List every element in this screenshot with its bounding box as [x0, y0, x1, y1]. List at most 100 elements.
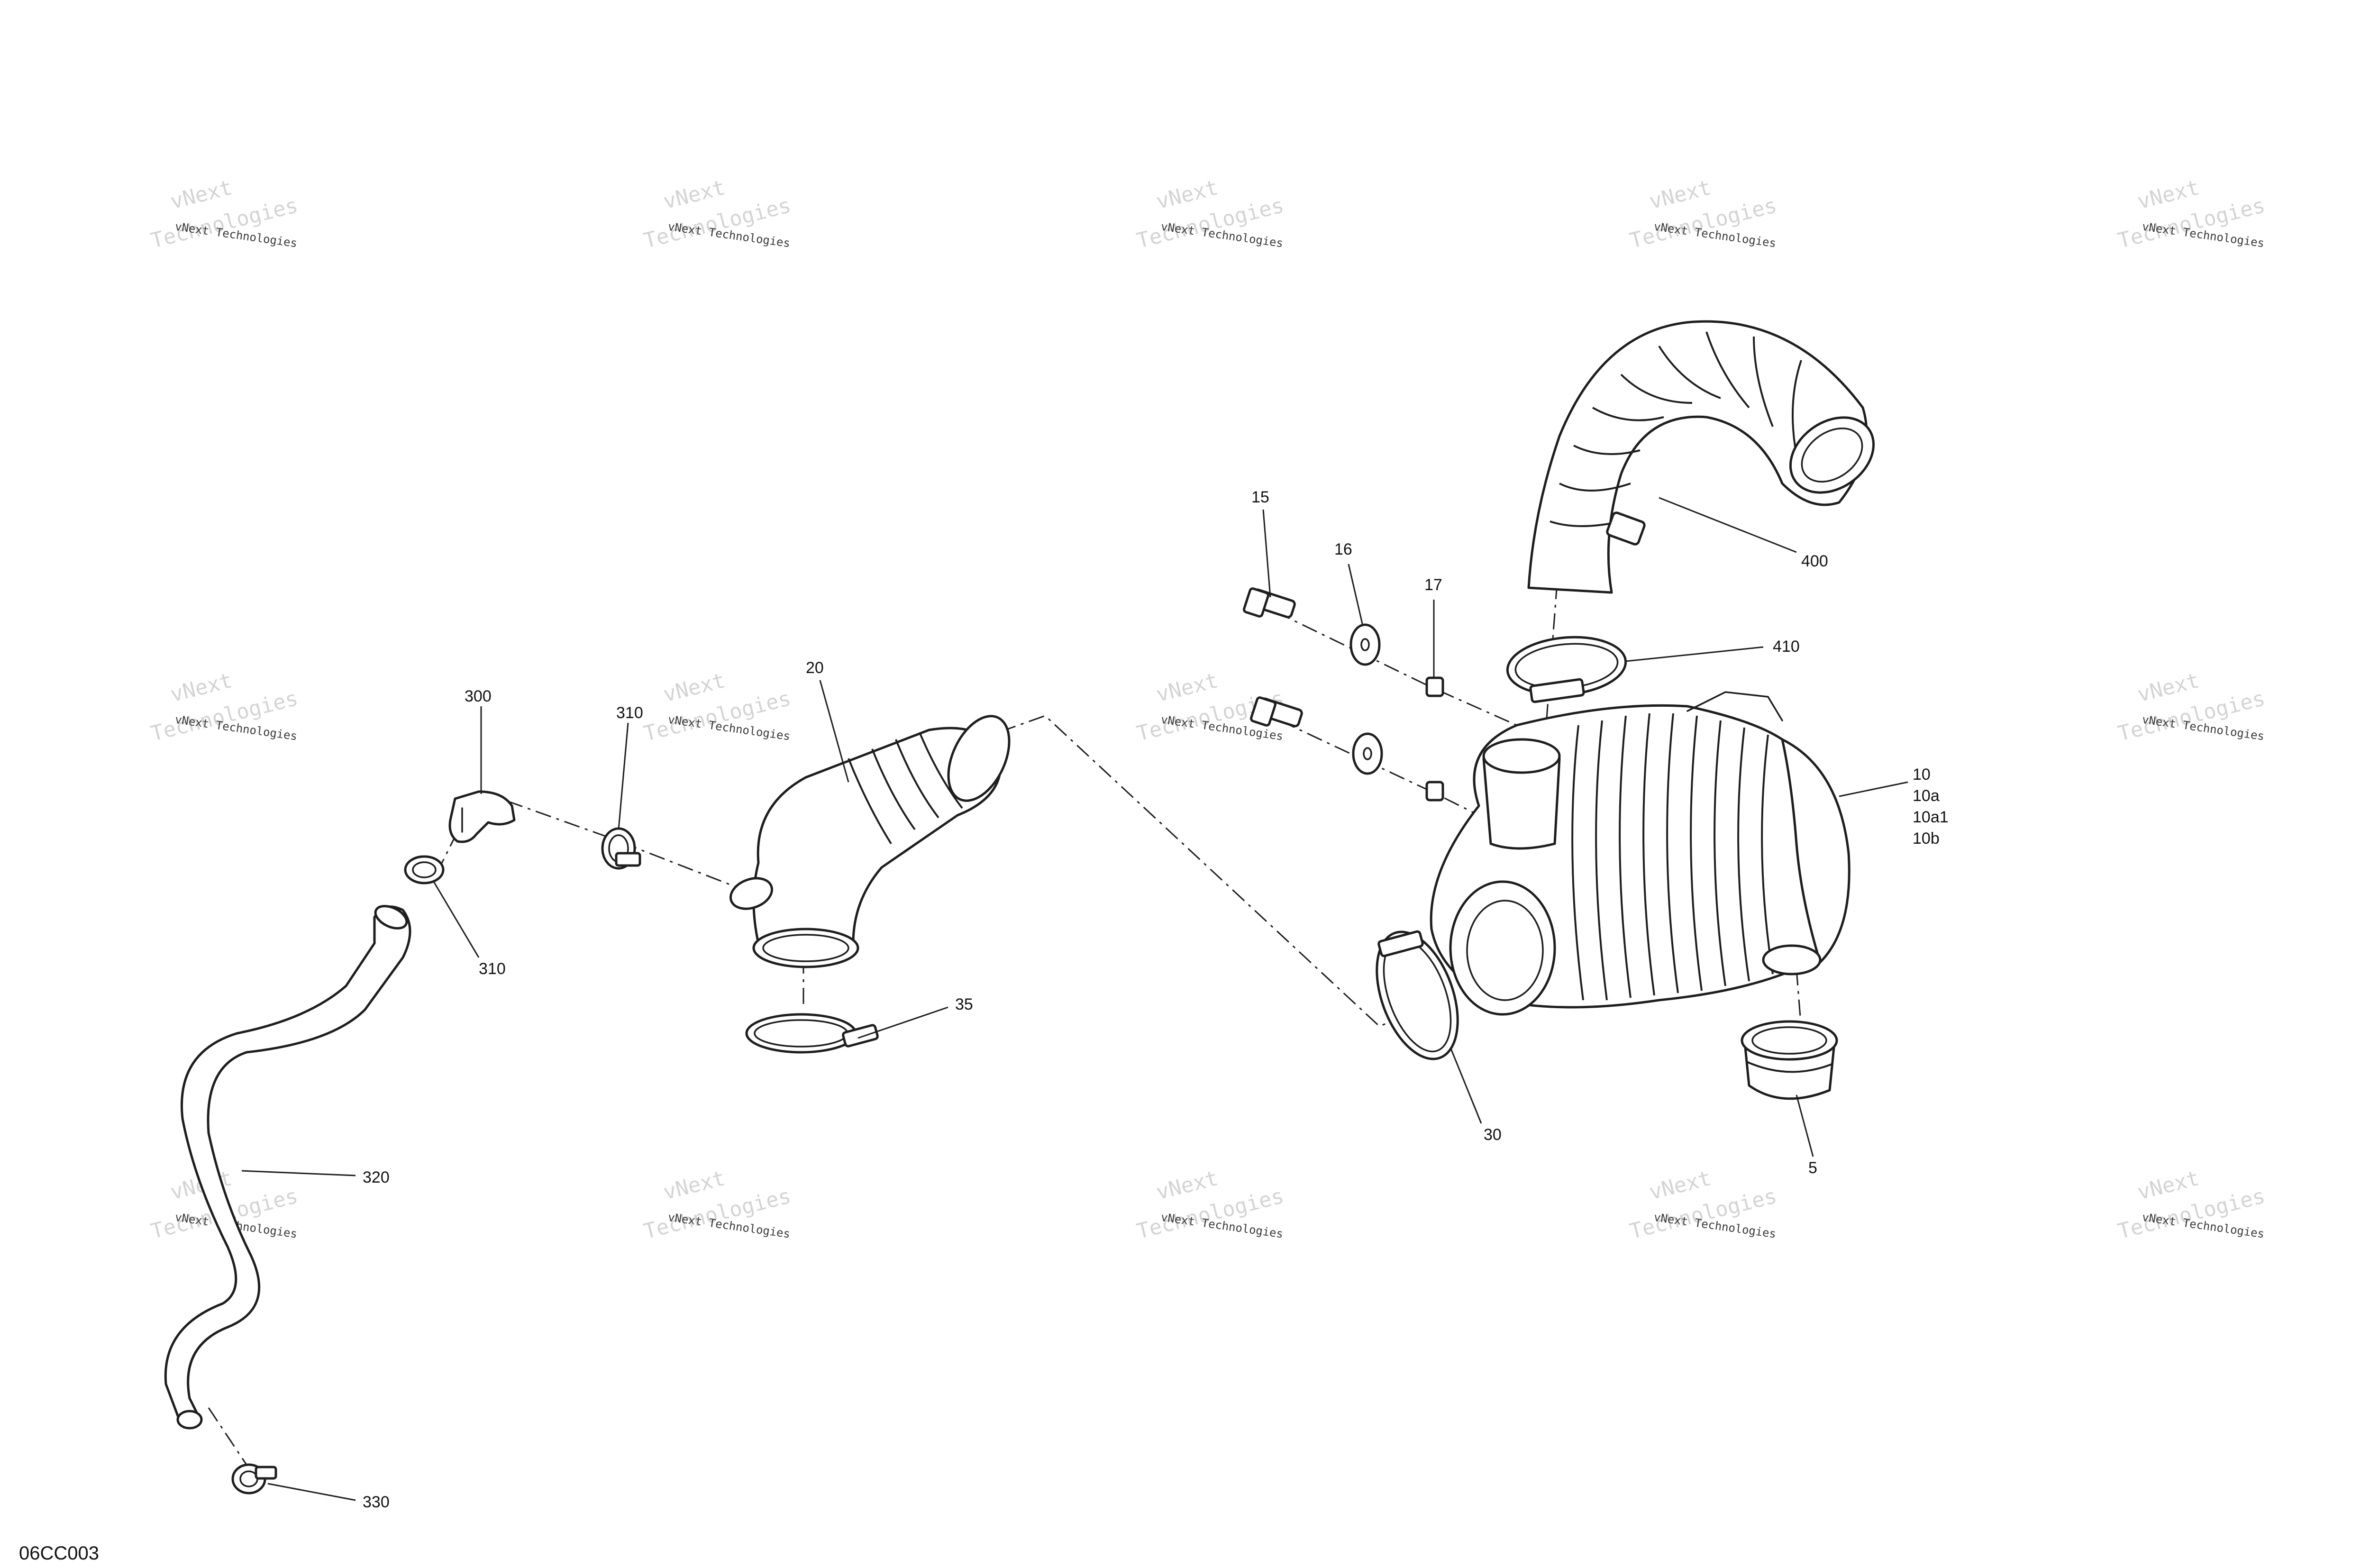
watermark-text-a: vNext	[661, 668, 728, 707]
clamp-310-lower	[404, 855, 445, 884]
washer-lower	[1352, 732, 1383, 775]
hardware-lower	[1250, 696, 1444, 802]
callout-410: 410	[1773, 638, 1800, 656]
callout-15: 15	[1251, 488, 1269, 506]
airbox-bottom-port	[1762, 944, 1822, 975]
clamp-30-band	[1376, 930, 1459, 1060]
watermark-text-a: vNext	[2135, 175, 2202, 214]
callout-400: 400	[1801, 552, 1828, 570]
clamp-310-lower-band	[404, 855, 445, 884]
sleeve-5	[1741, 1020, 1838, 1100]
assembly-line-330	[208, 1407, 247, 1465]
intake-duct-rib	[1620, 374, 1693, 404]
callout-310-lower: 310	[479, 960, 506, 978]
leader-10	[1839, 781, 1908, 797]
leader-15	[1262, 509, 1271, 598]
watermark: vNext Technologies vNext Technologies	[641, 668, 793, 746]
assembly-line-bolt-lower	[1279, 720, 1479, 816]
callout-10: 10	[1913, 766, 1931, 784]
watermark-text-a: vNext	[168, 668, 235, 707]
watermark: vNext Technologies vNext Technologies	[1134, 1166, 1286, 1244]
watermark-text-a: vNext	[1154, 668, 1221, 707]
intake-duct-clip	[1606, 511, 1646, 546]
clamp-35	[745, 1013, 879, 1054]
hardware-upper	[1243, 587, 1444, 697]
adapter-20-mouth	[947, 715, 1011, 802]
airbox-rib	[1666, 713, 1679, 994]
nut-lower	[1425, 781, 1444, 802]
watermark: vNext Technologies vNext Technologies	[148, 668, 301, 746]
watermark-text-a: vNext	[1154, 1166, 1221, 1205]
watermark-text-a: vNext	[1154, 175, 1221, 214]
leader-16	[1348, 564, 1364, 626]
callout-35: 35	[955, 995, 973, 1013]
washer-16-hole	[1360, 638, 1370, 651]
airbox-outlet-inner	[1466, 900, 1544, 1001]
watermark: vNext Technologies vNext Technologies	[641, 175, 793, 253]
callout-17: 17	[1424, 576, 1442, 594]
watermark: vNext Technologies vNext Technologies	[1134, 175, 1286, 253]
intake-duct-mouth	[1789, 416, 1875, 494]
intake-duct-rib	[1753, 336, 1774, 427]
clamp-330-tab	[255, 1466, 277, 1480]
callout-320: 320	[363, 1168, 390, 1186]
leader-410	[1625, 646, 1764, 662]
callout-10a: 10a	[1913, 787, 1940, 805]
leader-5	[1796, 1094, 1814, 1157]
intake-duct-rib	[1792, 360, 1802, 456]
clamp-410-screw	[1529, 678, 1585, 703]
washer-lower-hole	[1363, 747, 1372, 760]
callout-310-upper: 310	[616, 704, 643, 722]
leader-lines	[241, 497, 1908, 1501]
callout-330: 330	[363, 1493, 390, 1511]
hose-320-end-top	[374, 905, 408, 930]
callout-10b: 10b	[1913, 830, 1940, 848]
airbox-rib	[1690, 715, 1703, 991]
intake-duct-rib	[1658, 345, 1721, 399]
clamp-330	[231, 1463, 277, 1495]
callout-10a1: 10a1	[1913, 808, 1949, 826]
leader-35	[857, 1006, 948, 1039]
callout-5: 5	[1808, 1159, 1817, 1177]
callout-20: 20	[806, 659, 824, 677]
watermark: vNext Technologies vNext Technologies	[2115, 668, 2268, 746]
adapter-20-nipple	[729, 877, 774, 910]
watermark-text-a: vNext	[2135, 668, 2202, 707]
callout-labels: 15 16 17 400 410 10 10a 10a1 10b 30 5 20…	[363, 488, 1949, 1511]
airbox-outlet-ring	[1449, 880, 1556, 1016]
intake-duct-rib	[1592, 407, 1664, 421]
diagram-id-code: 06CC003	[19, 1543, 99, 1564]
watermark: vNext Technologies vNext Technologies	[2115, 1166, 2268, 1244]
airbox-end-cap	[1781, 738, 1850, 964]
bolt-15-head	[1243, 587, 1269, 618]
airbox-rib	[1595, 720, 1608, 1001]
leader-330	[267, 1483, 356, 1501]
elbow-300-body	[448, 790, 516, 843]
sleeve-5-rib	[1746, 1061, 1832, 1073]
callout-30: 30	[1484, 1126, 1502, 1144]
adapter-20-rib	[919, 732, 963, 809]
watermark: vNext Technologies vNext Technologies	[1627, 1166, 1779, 1244]
hose-320-body	[164, 905, 411, 1423]
clamp-30	[1376, 930, 1459, 1060]
watermark-text-a: vNext	[1647, 175, 1714, 214]
watermark: vNext Technologies vNext Technologies	[1627, 175, 1779, 253]
hose-320-end-bottom	[176, 1410, 203, 1430]
assembly-line-outlet	[1796, 969, 1802, 1029]
callout-300: 300	[465, 687, 492, 705]
adapter-20-outlet	[752, 928, 859, 968]
watermark: vNext Technologies vNext Technologies	[148, 175, 301, 253]
clamp-310-upper	[601, 827, 641, 870]
watermark-text-a: vNext	[1647, 1166, 1714, 1205]
watermark-text-a: vNext	[661, 175, 728, 214]
sleeve-5-top-inner	[1751, 1026, 1827, 1055]
airbox-latch	[1686, 691, 1783, 721]
leader-400	[1659, 497, 1797, 553]
adapter-20-rib	[848, 758, 892, 845]
elbow-300	[448, 790, 516, 843]
airbox-rib	[1737, 727, 1750, 982]
intake-duct-rib	[1559, 483, 1631, 492]
airbox-inlet-mouth	[1482, 738, 1561, 774]
airbox-10	[1430, 691, 1850, 1016]
